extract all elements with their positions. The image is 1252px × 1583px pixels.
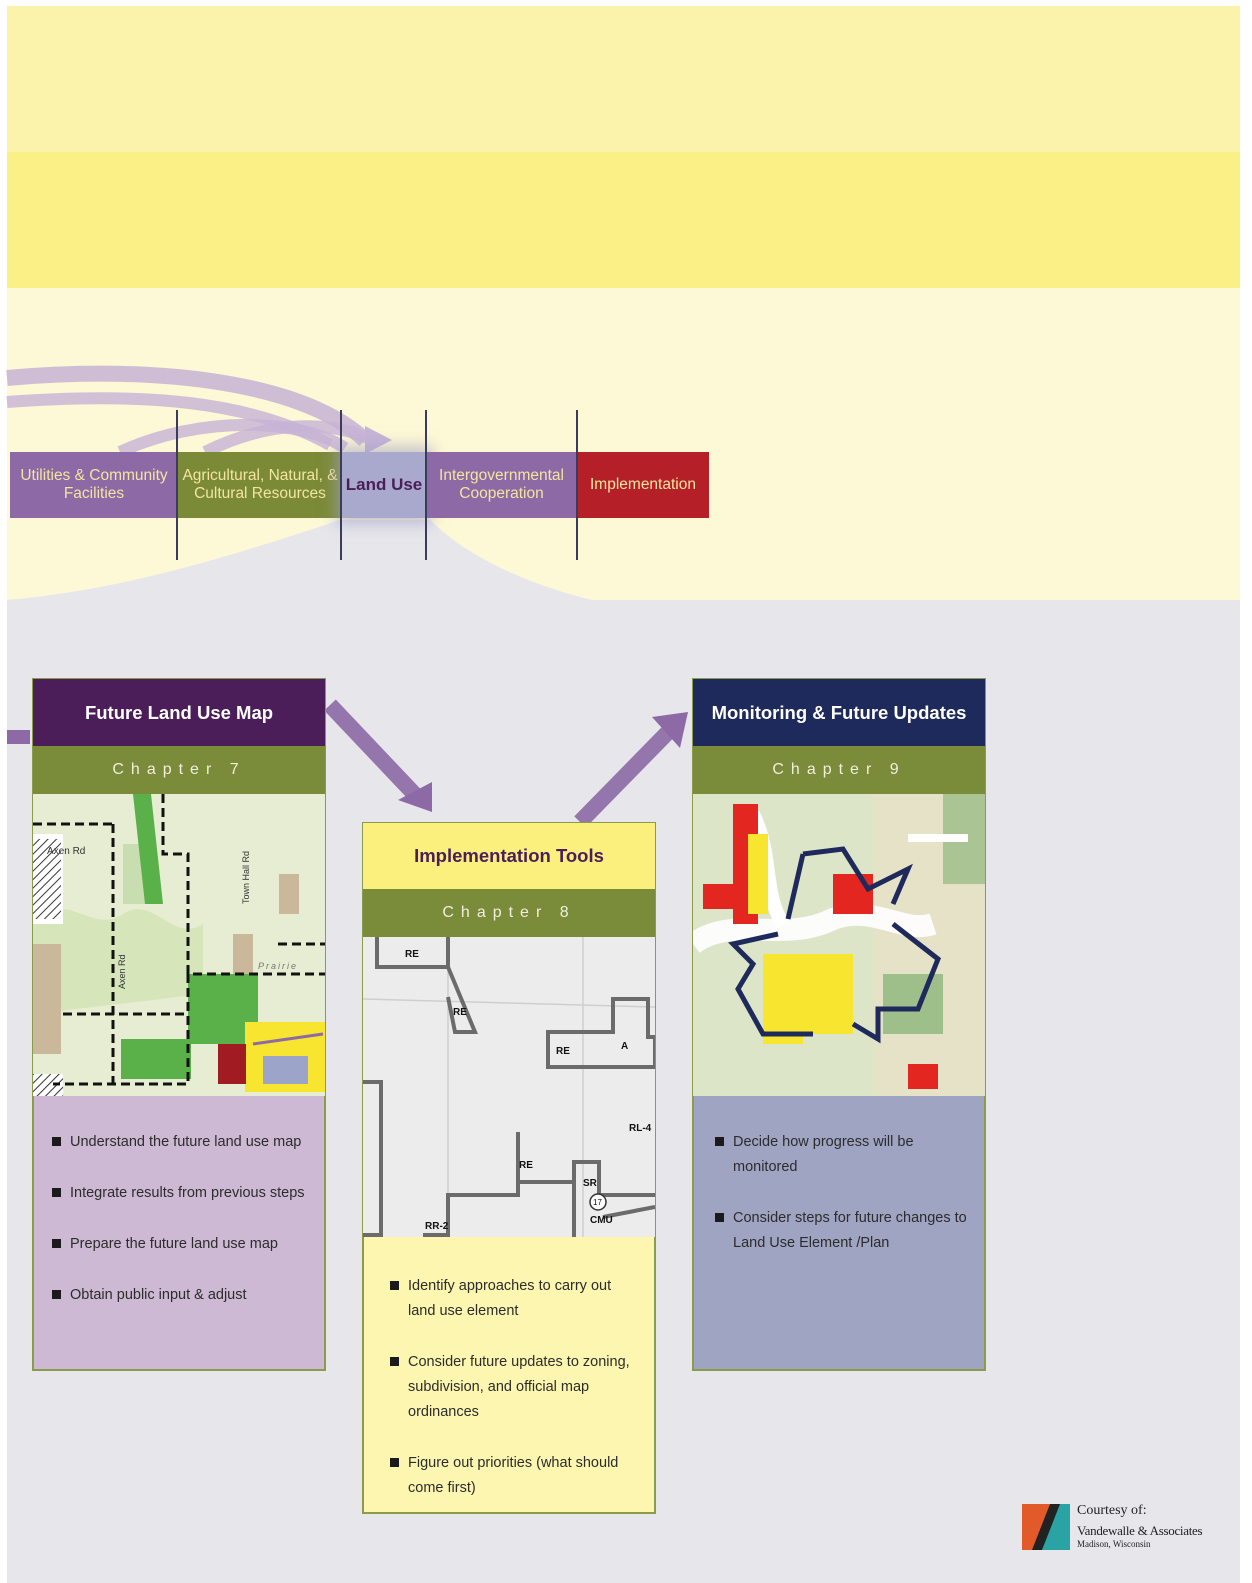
map-drawing: RE RE RE A RL-4 RE SR 17 CMU RR-2	[363, 937, 655, 1237]
list-item: Integrate results from previous steps	[52, 1181, 322, 1206]
map-label: 17	[593, 1198, 602, 1207]
tab-label: Intergovernmental Cooperation	[439, 467, 564, 502]
map-label: Axen Rd	[117, 954, 127, 989]
recycle-icon	[728, 846, 942, 1044]
middle-band	[7, 152, 1240, 288]
map-drawing	[693, 794, 985, 1096]
tab-intergovernmental-cooperation: Intergovernmental Cooperation	[426, 452, 577, 518]
list-item: Prepare the future land use map	[52, 1232, 322, 1257]
card-title: Implementation Tools	[363, 823, 655, 889]
map-label: RE	[453, 1007, 467, 1018]
divider	[176, 410, 178, 560]
list-item: Consider future updates to zoning, subdi…	[390, 1350, 640, 1425]
bullet-list: Understand the future land use map Integ…	[52, 1130, 322, 1308]
map-label: RE	[556, 1046, 570, 1057]
tab-implementation: Implementation	[577, 452, 709, 518]
map-label: SR	[583, 1178, 598, 1189]
tab-label: Implementation	[590, 476, 696, 493]
map-label: RE	[405, 949, 419, 960]
divider	[576, 410, 578, 560]
credit-block: Courtesy of: Vandewalle & Associates Mad…	[1077, 1503, 1203, 1549]
map-label: Town Hall Rd	[241, 851, 251, 904]
chapter-label: Chapter 8	[363, 889, 655, 937]
zoning-map-image: RE RE RE A RL-4 RE SR 17 CMU RR-2	[363, 937, 655, 1237]
map-label: RL-4	[629, 1123, 652, 1134]
list-item: Understand the future land use map	[52, 1130, 322, 1155]
bullet-list: Decide how progress will be monitored Co…	[715, 1130, 975, 1256]
list-item: Decide how progress will be monitored	[715, 1130, 975, 1180]
vandewalle-logo	[1022, 1504, 1070, 1550]
credit-courtesy: Courtesy of:	[1077, 1503, 1147, 1518]
list-item: Obtain public input & adjust	[52, 1283, 322, 1308]
map-label: Axen Rd	[47, 846, 85, 857]
tab-label: Utilities & Community Facilities	[20, 467, 168, 502]
card-title: Monitoring & Future Updates	[693, 679, 985, 746]
tab-label: Land Use	[345, 475, 423, 494]
monitoring-map-image	[693, 794, 985, 1096]
divider	[425, 410, 427, 560]
tab-land-use: Land Use	[342, 452, 426, 518]
credit-location: Madison, Wisconsin	[1077, 1539, 1151, 1549]
map-label: RE	[519, 1160, 533, 1171]
future-land-use-map-image: Axen Rd Axen Rd Town Hall Rd Prairie	[33, 794, 325, 1096]
list-item: Consider steps for future changes to Lan…	[715, 1206, 975, 1256]
credit-firm: Vandewalle & Associates	[1077, 1523, 1203, 1538]
tab-label: Agricultural, Natural, & Cultural Resour…	[182, 467, 338, 502]
tab-utilities-community-facilities: Utilities & Community Facilities	[10, 452, 178, 518]
map-drawing: Axen Rd Axen Rd Town Hall Rd Prairie	[33, 794, 325, 1096]
divider	[340, 410, 342, 560]
tab-agricultural-natural-cultural: Agricultural, Natural, & Cultural Resour…	[178, 452, 342, 518]
list-item: Figure out priorities (what should come …	[390, 1451, 640, 1501]
map-label: Prairie	[258, 961, 298, 971]
map-label: CMU	[590, 1215, 613, 1226]
map-label: A	[621, 1041, 628, 1052]
chapter-label: Chapter 9	[693, 746, 985, 794]
list-item: Identify approaches to carry out land us…	[390, 1274, 640, 1324]
card-title: Future Land Use Map	[33, 679, 325, 746]
top-band	[7, 6, 1240, 152]
bullet-list: Identify approaches to carry out land us…	[390, 1274, 640, 1501]
map-label: RR-2	[425, 1221, 449, 1232]
chapter-label: Chapter 7	[33, 746, 325, 794]
